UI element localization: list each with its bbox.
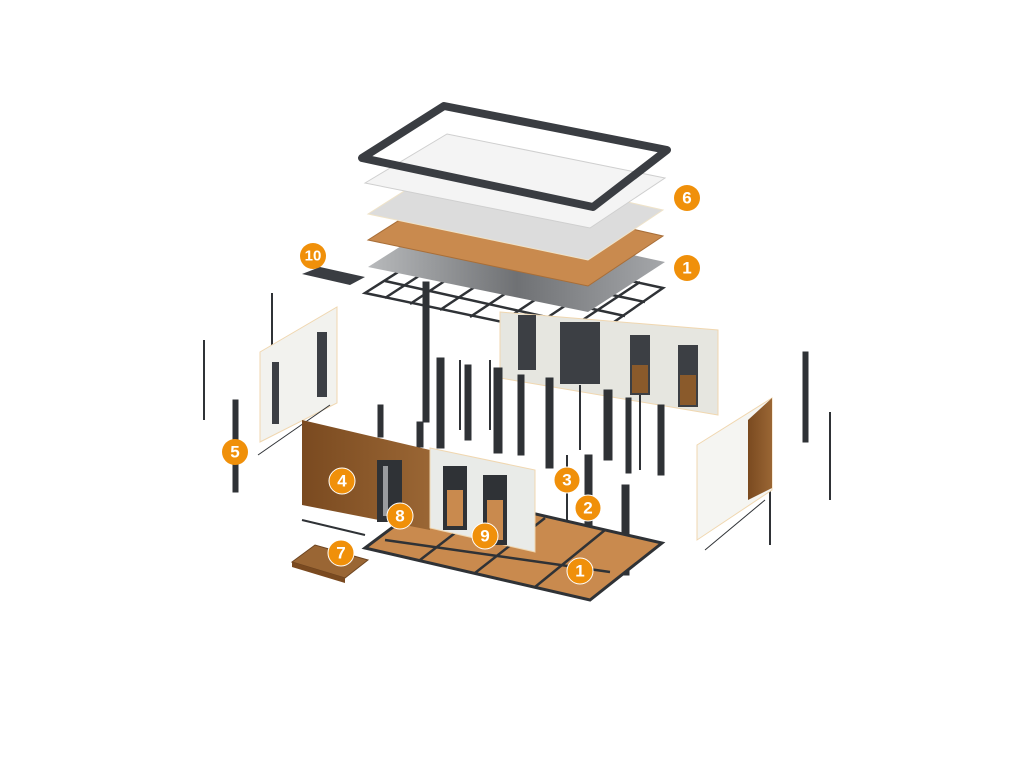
svg-text:6: 6 <box>682 189 691 208</box>
svg-text:9: 9 <box>480 527 489 546</box>
roof-perimeter-frame <box>358 102 671 211</box>
svg-text:7: 7 <box>336 544 345 563</box>
roof-trim-piece <box>302 267 365 285</box>
left-wall-window <box>272 362 279 424</box>
back-wall-panel <box>499 311 719 416</box>
callout-badge-8: 8 <box>386 502 414 530</box>
callout-badge-10: 10 <box>300 243 326 269</box>
window-view <box>447 490 463 526</box>
callout-badge-2: 2 <box>574 494 602 522</box>
svg-text:5: 5 <box>230 443 239 462</box>
svg-text:1: 1 <box>575 562 584 581</box>
svg-text:8: 8 <box>395 507 404 526</box>
right-wall-wood-cladding <box>748 398 772 500</box>
door-glass <box>383 466 388 516</box>
svg-text:1: 1 <box>682 259 691 278</box>
window-blind <box>680 375 696 405</box>
callout-badge-1-floor: 1 <box>566 557 594 585</box>
callout-badge-5: 5 <box>222 439 248 465</box>
callout-badge-6: 6 <box>674 185 700 211</box>
decking-boards-stack <box>290 544 370 583</box>
callout-badge-7: 7 <box>327 539 355 567</box>
window-blind <box>632 365 648 393</box>
svg-text:3: 3 <box>562 471 571 490</box>
left-wall-window <box>317 332 327 397</box>
back-wall-window <box>560 322 600 384</box>
svg-text:2: 2 <box>583 499 592 518</box>
callout-badge-1-roof: 1 <box>674 255 700 281</box>
callout-badge-9: 9 <box>471 522 499 550</box>
svg-text:10: 10 <box>305 248 322 265</box>
callout-badge-3: 3 <box>553 466 581 494</box>
callout-badge-4: 4 <box>328 467 356 495</box>
svg-text:4: 4 <box>337 472 347 491</box>
back-wall-window <box>518 315 536 370</box>
